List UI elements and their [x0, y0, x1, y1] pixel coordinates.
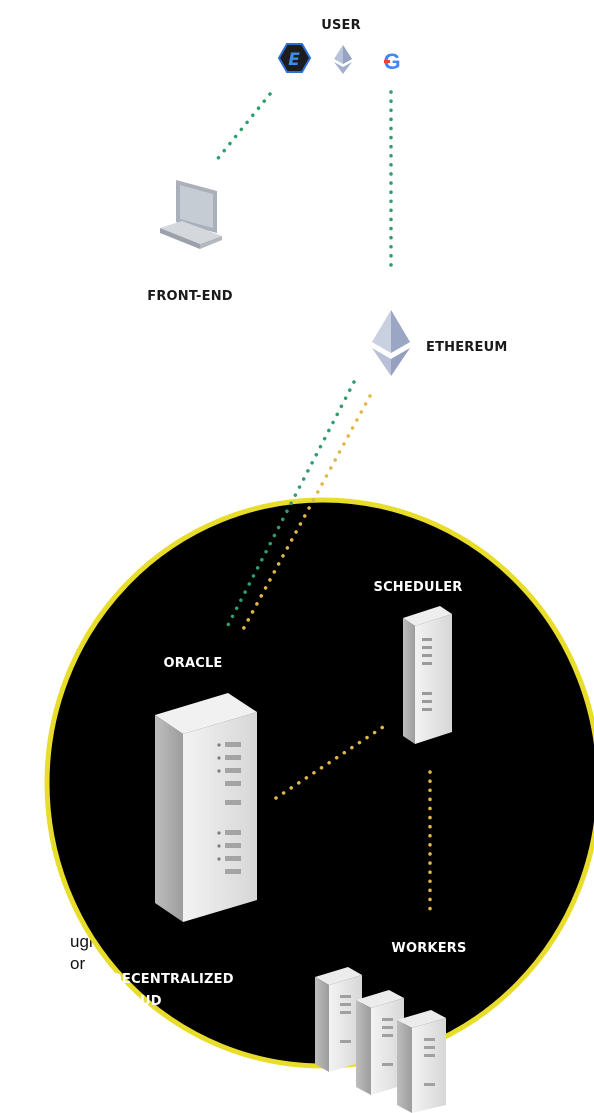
e-hexagon-icon: E: [277, 43, 312, 73]
workers-label: WORKERS: [391, 941, 466, 956]
svg-text:E: E: [288, 50, 300, 70]
connection-lines: [213, 90, 432, 914]
link-ethereum-oracle-green: [225, 380, 356, 629]
link-oracle-scheduler: [274, 725, 385, 800]
decentralized-cloud-label-line2: CLOUD: [111, 994, 162, 1009]
link-ethereum-oracle-yellow: [238, 394, 372, 637]
scheduler-label: SCHEDULER: [374, 580, 463, 595]
laptop-icon: [160, 180, 222, 249]
oracle-label: ORACLE: [163, 656, 222, 671]
front-end-label: FRONT-END: [147, 289, 233, 304]
ethereum-label: ETHEREUM: [426, 340, 508, 355]
cut-caption-line2: or: [70, 954, 85, 973]
user-label: USER: [321, 18, 361, 33]
link-user-frontend: [213, 92, 272, 164]
google-glyph: G: [383, 49, 400, 74]
google-icon: G: [383, 49, 400, 74]
server-rack-icon: [155, 693, 257, 922]
decentralized-cloud-label-line1: DECENTRALIZED: [111, 972, 234, 987]
server-cluster-icon: [315, 967, 446, 1113]
ethereum-icon: [334, 45, 352, 74]
ethereum-node-icon: [372, 310, 410, 376]
server-rack-icon: [403, 606, 452, 744]
